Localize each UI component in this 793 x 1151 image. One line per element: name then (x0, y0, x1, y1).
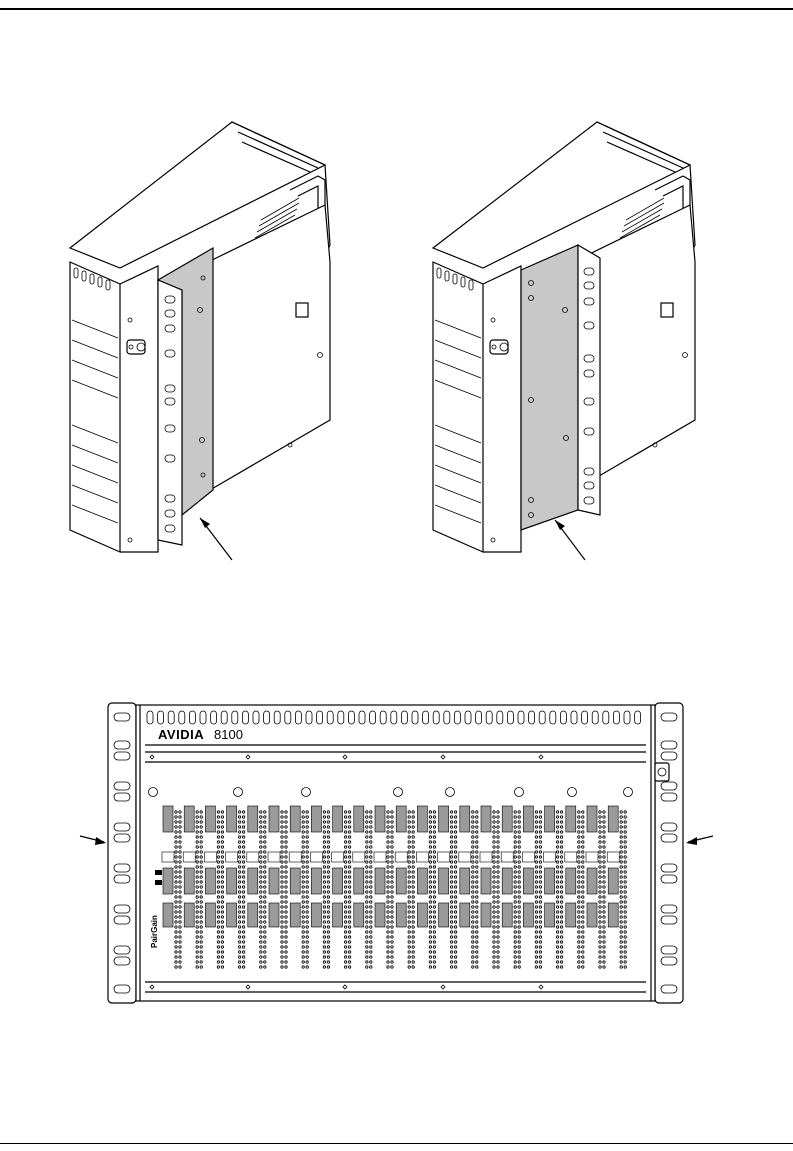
arrow-icon (555, 520, 585, 560)
model-number: 8100 (214, 727, 243, 742)
ground-lug-icon (655, 763, 669, 781)
ear-mount-bracket-icon (158, 248, 213, 545)
left-mounting-ear (108, 703, 136, 1003)
arrow-icon (80, 836, 106, 845)
ground-lug-icon (127, 340, 145, 354)
chassis-isometric-recessed-mount (433, 122, 695, 560)
footer-rule (0, 1143, 793, 1144)
arrow-icon (200, 518, 232, 560)
ear-mount-bracket-icon (521, 245, 600, 530)
vendor-logo: PairGain (150, 915, 159, 948)
shelf-front-elevation: AVIDIA 8100 PairGain (80, 703, 713, 1003)
arrow-icon (686, 836, 713, 845)
ground-lug-icon (490, 340, 508, 354)
chassis-isometric-flush-mount (70, 122, 330, 560)
right-mounting-ear (655, 703, 683, 1003)
brand-name: AVIDIA (158, 727, 204, 742)
